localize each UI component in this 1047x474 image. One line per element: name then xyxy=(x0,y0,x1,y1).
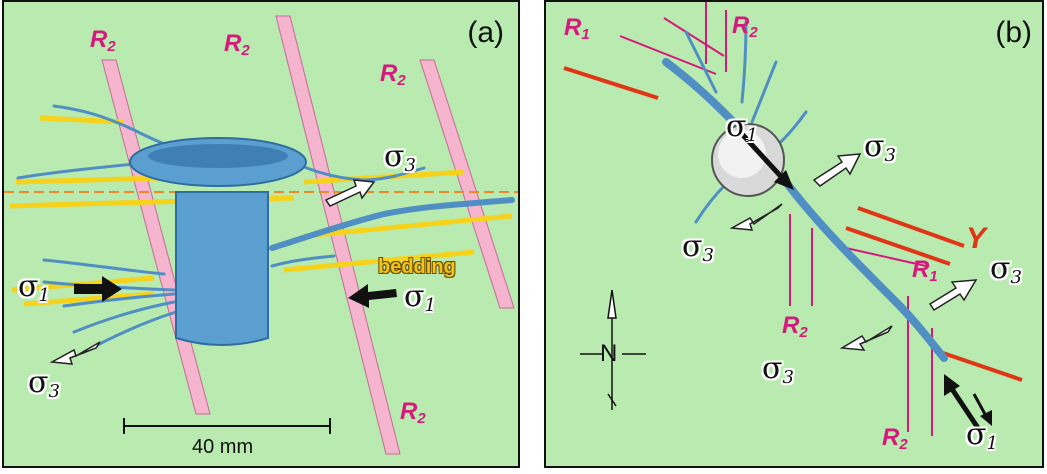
fracture-10 xyxy=(270,254,336,268)
sigma3-label-left: σ3 xyxy=(28,365,60,402)
sigma3-arrow-lower-left xyxy=(839,325,893,351)
fracture-2 xyxy=(16,162,136,180)
sigma3-label-lower-right: σ3 xyxy=(990,251,1022,288)
bedding-line-3 xyxy=(15,175,165,185)
y-line-2 xyxy=(857,206,965,248)
sigma3-arrow-upper-right xyxy=(812,153,862,187)
y-line-3 xyxy=(845,226,951,266)
north-arrow-tail xyxy=(607,393,617,407)
r2-label-3: R2 xyxy=(380,60,406,89)
north-label: N xyxy=(600,340,618,367)
y-line-4 xyxy=(939,350,1023,382)
panel-b: (b) R1 R2 R1 R2 R2 Y N σ1 σ3 σ3 σ3 σ3 σ1 xyxy=(544,0,1044,468)
sigma3-label-upper-left: σ3 xyxy=(682,229,714,266)
r2-line-top-1 xyxy=(663,17,725,57)
shear-arrow-head xyxy=(980,410,992,426)
sigma1-arrow-top-head xyxy=(774,170,794,190)
r2-label-1: R2 xyxy=(90,26,116,55)
fracture-4 xyxy=(269,197,515,251)
r2-plane-3 xyxy=(419,59,515,309)
sigma3-arrow-right xyxy=(324,179,376,207)
panel-b-background xyxy=(546,2,1042,466)
r2-label-top: R2 xyxy=(732,12,758,41)
sigma1-label-left: σ1 xyxy=(18,269,50,306)
panel-a-drawing xyxy=(4,2,518,466)
branch-1 xyxy=(684,30,718,94)
fracture-5 xyxy=(42,258,166,276)
sigma3-label-upper-right: σ3 xyxy=(864,129,896,166)
cylinder-top-rim xyxy=(148,144,288,168)
r1-label-low: R1 xyxy=(912,256,938,285)
fracture-8 xyxy=(72,300,176,334)
panel-a-tag: (a) xyxy=(467,16,504,49)
sigma3-label-right: σ3 xyxy=(384,139,416,176)
bedding-line-5 xyxy=(303,213,513,239)
bedding-line-8 xyxy=(23,291,155,307)
branch-3 xyxy=(750,60,778,124)
sigma3-arrow-upper-left xyxy=(729,203,783,231)
main-fracture xyxy=(662,58,948,362)
sigma1-label-right: σ1 xyxy=(404,279,436,316)
bedding-line-6 xyxy=(283,249,475,273)
y-shear-lines xyxy=(563,66,1023,382)
sigma3-label-lower-left: σ3 xyxy=(762,351,794,388)
r1-line-low xyxy=(845,247,927,267)
r2-label-2: R2 xyxy=(224,30,250,59)
y-shear-label: Y xyxy=(966,222,987,255)
r1-label-top: R1 xyxy=(564,14,590,43)
sigma1-label-bottom: σ1 xyxy=(966,417,998,454)
bedding-label: bedding xyxy=(378,256,456,278)
north-arrow-head xyxy=(607,289,617,319)
r-lines-top xyxy=(619,2,727,75)
sigma1-arrow-top-shaft xyxy=(740,132,788,184)
r2-label-low: R2 xyxy=(882,424,908,453)
sigma1-arrow-left xyxy=(348,284,397,308)
shear-arrow-shaft xyxy=(972,393,988,417)
panel-a: (a) R2 R2 R2 R2 σ3 σ3 σ1 σ1 bedding 40 m… xyxy=(2,0,520,468)
sigma1-arrow-bottom-shaft xyxy=(947,384,981,430)
branch-2 xyxy=(740,20,748,104)
north-arrow xyxy=(580,289,646,410)
fracture-7 xyxy=(62,292,176,308)
sigma1-label-top: σ1 xyxy=(726,109,758,146)
sigma3-arrow-left xyxy=(49,341,101,365)
sigma1-arrow-right xyxy=(74,276,122,302)
y-line-1 xyxy=(563,66,659,100)
panel-b-drawing xyxy=(546,2,1042,466)
r2-label-mid: R2 xyxy=(782,312,808,341)
sigma3-arrow-lower-right xyxy=(928,279,978,312)
scale-label: 40 mm xyxy=(192,436,254,458)
panel-b-tag: (b) xyxy=(995,16,1032,49)
sigma1-arrow-bottom-head xyxy=(944,374,960,396)
cylinder-body xyxy=(175,191,269,346)
r1-line-top xyxy=(619,35,717,75)
r2-label-4: R2 xyxy=(400,398,426,427)
borehole-highlight xyxy=(718,130,766,178)
